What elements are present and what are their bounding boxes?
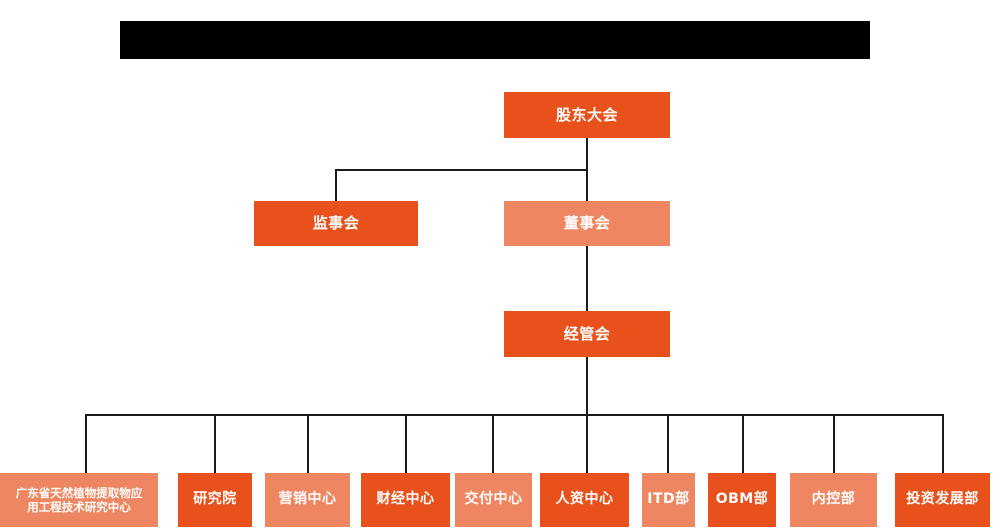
connector-drop-directors — [586, 169, 588, 202]
connector-drop-obm-dept — [742, 414, 744, 473]
org-node-obm-dept[interactable]: OBM部 — [708, 473, 776, 527]
connector-shareholders-stem — [586, 138, 588, 171]
connector-drop-hr-center — [586, 414, 588, 473]
connector-drop-research-institute — [214, 414, 216, 473]
connector-drop-investment-dev-dept — [942, 414, 944, 473]
org-node-directors[interactable]: 董事会 — [504, 201, 670, 246]
connector-drop-supervisors — [335, 169, 337, 202]
connector-drop-gd-research-center — [85, 414, 87, 473]
org-node-research-institute[interactable]: 研究院 — [178, 473, 252, 527]
connector-directors-to-management — [586, 246, 588, 311]
org-node-gd-research-center-line1: 广东省天然植物提取物应 — [15, 485, 143, 500]
connector-drop-delivery-center — [492, 414, 494, 473]
org-node-gd-research-center[interactable]: 广东省天然植物提取物应 用工程技术研究中心 — [0, 473, 158, 527]
org-node-marketing-center[interactable]: 营销中心 — [265, 473, 350, 527]
org-node-delivery-center[interactable]: 交付中心 — [455, 473, 532, 527]
connector-drop-finance-center — [405, 414, 407, 473]
org-node-hr-center[interactable]: 人资中心 — [540, 473, 629, 527]
connector-drop-marketing-center — [307, 414, 309, 473]
org-node-finance-center[interactable]: 财经中心 — [361, 473, 450, 527]
org-node-shareholders[interactable]: 股东大会 — [504, 92, 670, 138]
org-node-supervisors[interactable]: 监事会 — [254, 201, 418, 246]
connector-shareholders-bus — [335, 169, 588, 171]
redacted-title-bar — [120, 21, 870, 59]
connector-drop-itd-dept — [667, 414, 669, 473]
connector-department-bus — [85, 414, 944, 416]
org-node-gd-research-center-line2: 用工程技术研究中心 — [27, 500, 131, 514]
connector-drop-internal-control-dept — [833, 414, 835, 473]
org-node-investment-dev-dept[interactable]: 投资发展部 — [895, 473, 990, 527]
connector-management-stem — [586, 357, 588, 416]
org-node-management[interactable]: 经管会 — [504, 311, 670, 357]
org-node-itd-dept[interactable]: ITD部 — [642, 473, 695, 527]
org-node-internal-control-dept[interactable]: 内控部 — [790, 473, 877, 527]
